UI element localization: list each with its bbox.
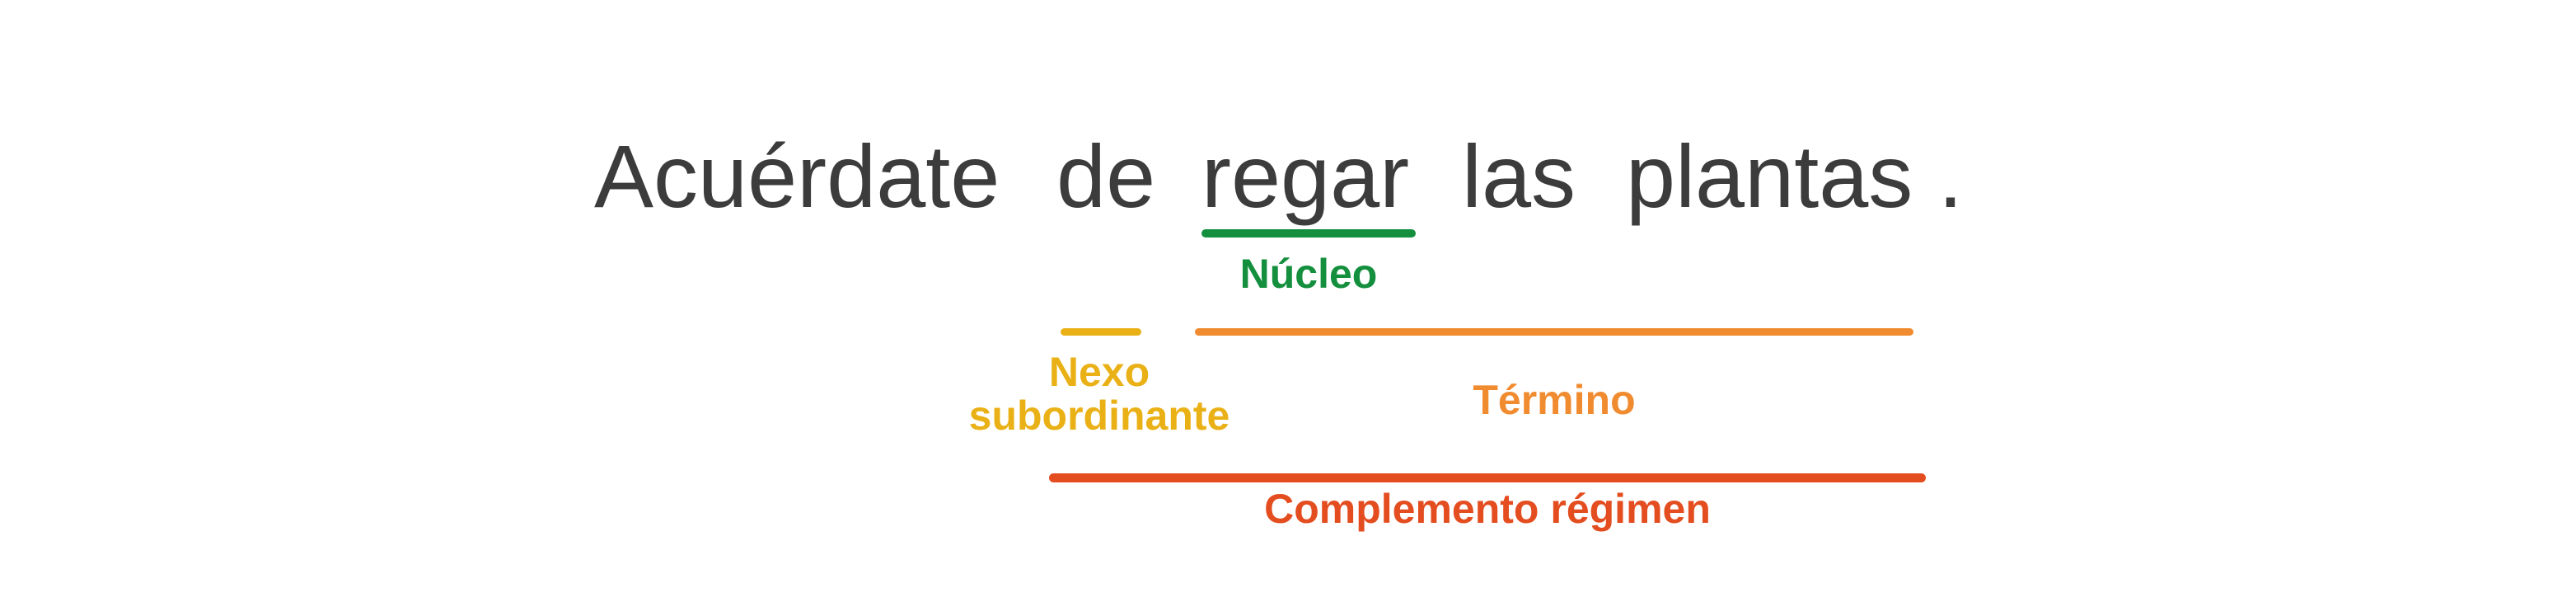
- nucleo-underline: [1201, 229, 1416, 238]
- sentence-word-de: de: [1056, 126, 1156, 226]
- termino-underline: [1195, 328, 1913, 336]
- complemento-regimen-label: Complemento régimen: [1264, 486, 1711, 532]
- sentence-word-las: las: [1462, 126, 1576, 226]
- sentence-word-acuerdate: Acuérdate: [594, 126, 1000, 226]
- nexo-subordinante-label: Nexo subordinante: [968, 349, 1230, 439]
- termino-label: Término: [1473, 377, 1636, 423]
- nucleo-label: Núcleo: [1239, 251, 1378, 297]
- sentence-period: .: [1938, 126, 1964, 226]
- sentence-word-regar: regar: [1201, 126, 1410, 226]
- complemento-regimen-underline: [1049, 473, 1926, 482]
- nexo-subordinante-underline: [1061, 328, 1141, 336]
- sentence-word-plantas: plantas: [1626, 126, 1913, 226]
